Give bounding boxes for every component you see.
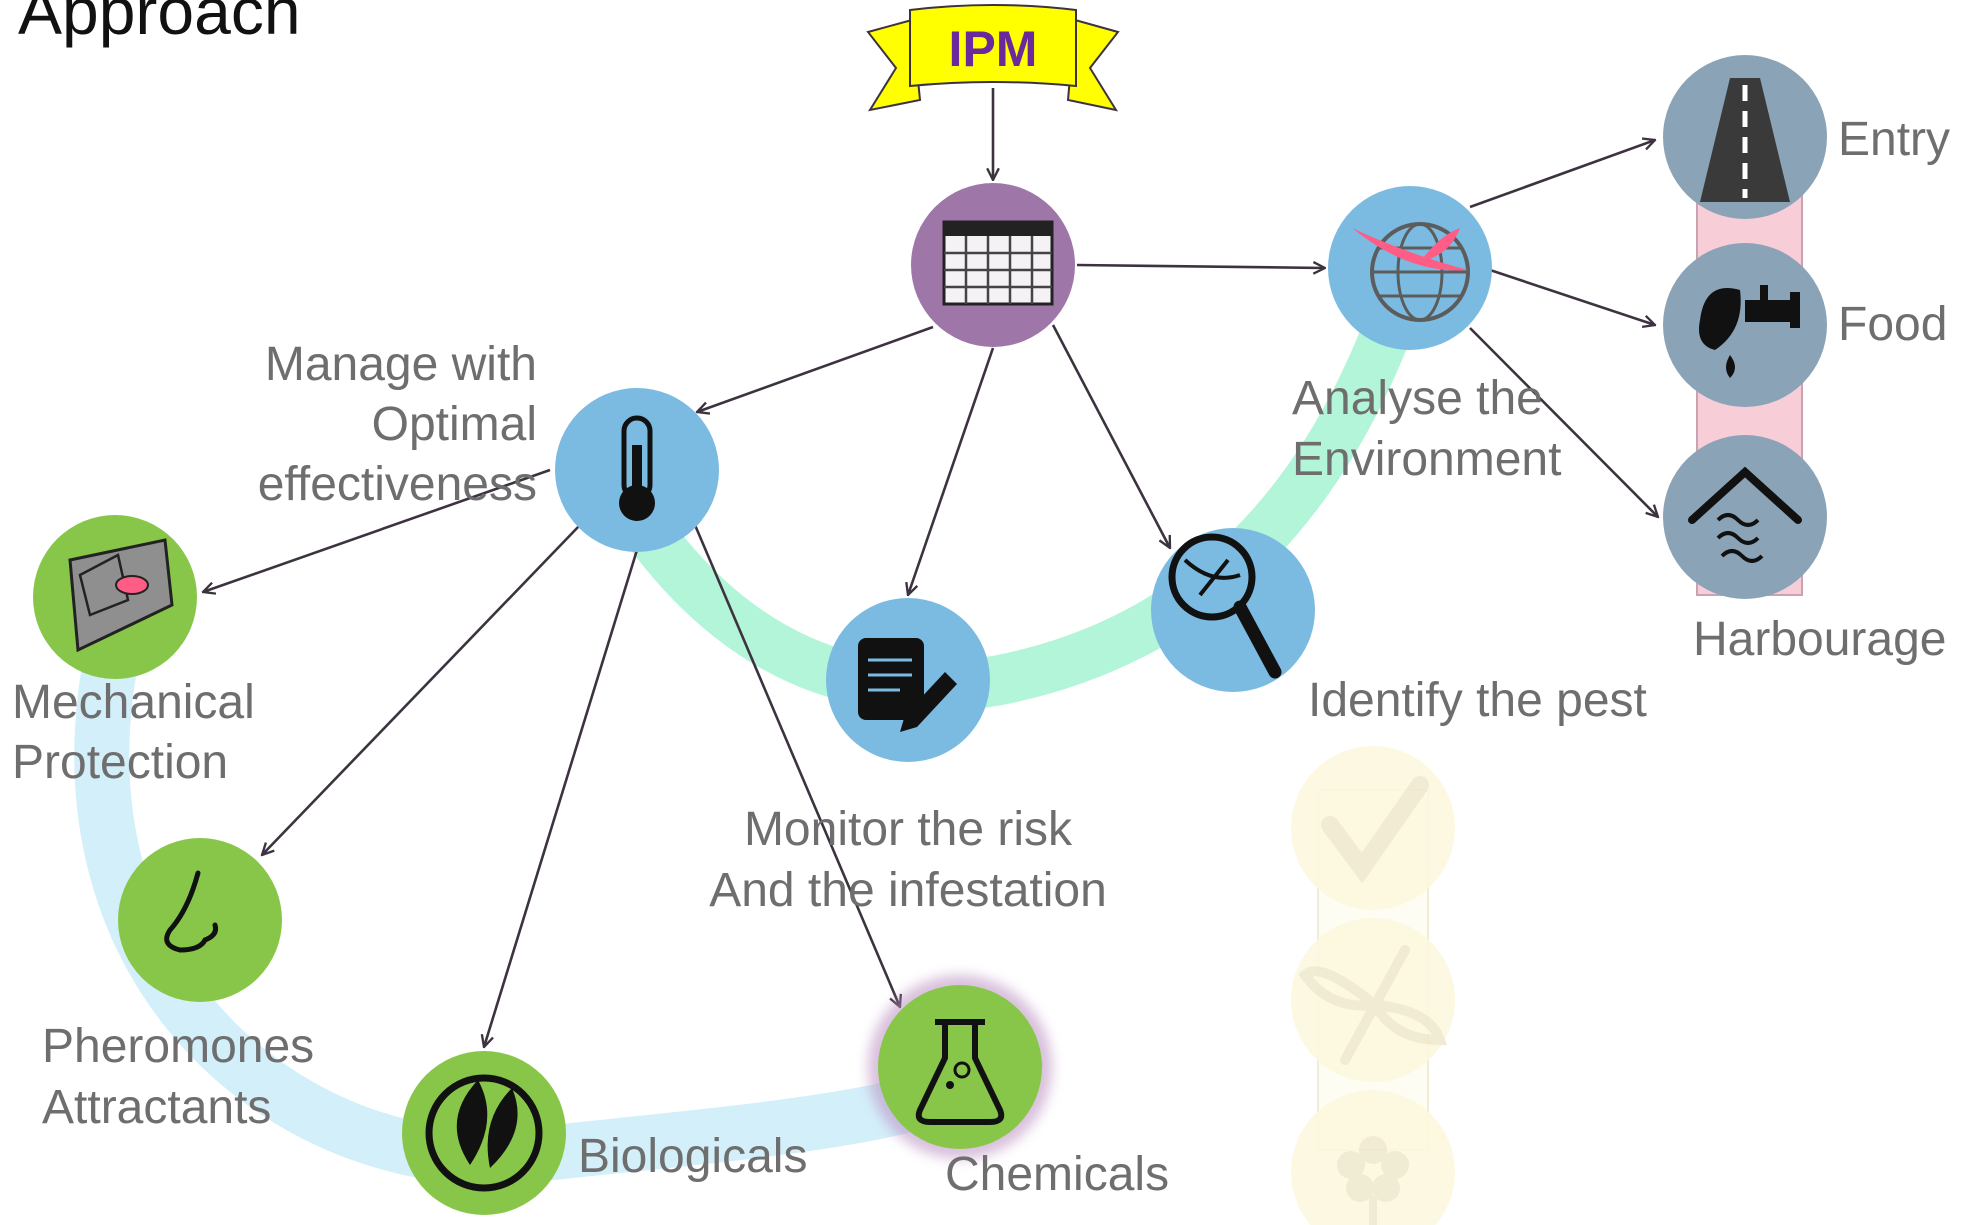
arrow-manage-chemicals [693, 524, 900, 1007]
thermometer-icon [619, 415, 655, 521]
biologicals-label: Biologicals [578, 1130, 807, 1183]
leaf-icon [425, 1074, 543, 1192]
svg-text:Protection: Protection [12, 736, 228, 789]
faded-insect-node [1291, 918, 1455, 1082]
assessment-band [615, 240, 1435, 712]
arrow-plan-manage [697, 325, 934, 412]
analyse-label: Analyse the Environment [1292, 372, 1561, 486]
nose-icon [164, 870, 218, 953]
faded-flower-node [1291, 1090, 1455, 1225]
identify-node[interactable] [1151, 528, 1315, 692]
food-node[interactable] [1663, 243, 1827, 407]
connector-arrows [203, 88, 1658, 1047]
food-label: Food [1838, 298, 1947, 351]
harbourage-node[interactable] [1663, 435, 1827, 599]
svg-text:Pheromones: Pheromones [42, 1020, 314, 1073]
monitor-label: Monitor the risk And the infestation [709, 803, 1107, 917]
globe-insect-icon [1352, 222, 1470, 322]
mechanical-node[interactable] [33, 515, 197, 679]
svg-text:Manage with: Manage with [265, 338, 537, 391]
house-icon [1688, 466, 1802, 563]
svg-text:Analyse the: Analyse the [1292, 372, 1543, 425]
document-pencil-icon [858, 638, 957, 732]
page-title: Approach [18, 0, 301, 48]
checkmark-icon [1321, 776, 1429, 884]
svg-text:Environment: Environment [1292, 433, 1561, 486]
svg-text:Optimal: Optimal [372, 398, 537, 451]
arrow-plan-analyse [1076, 265, 1325, 268]
harbourage-label: Harbourage [1693, 613, 1947, 666]
magnifier-insect-icon [1168, 533, 1282, 679]
analyse-node[interactable] [1328, 186, 1492, 350]
manage-node[interactable] [555, 388, 719, 552]
arrow-plan-identify [1051, 324, 1170, 548]
plan-node[interactable] [911, 183, 1075, 347]
svg-text:Monitor the risk: Monitor the risk [744, 803, 1073, 856]
identify-label: Identify the pest [1308, 674, 1647, 727]
arrow-plan-monitor [908, 347, 995, 595]
arrow-manage-mechanical [203, 468, 551, 592]
arrow-analyse-entry [1469, 140, 1655, 209]
svg-text:effectiveness: effectiveness [258, 458, 537, 511]
arrow-manage-pheromones [262, 524, 581, 855]
banner-label: IPM [949, 21, 1038, 77]
svg-text:Attractants: Attractants [42, 1081, 271, 1134]
insect-icon [1298, 945, 1447, 1065]
ipm-banner: IPM [866, 4, 1120, 112]
food-tap-icon [1699, 285, 1800, 378]
entry-label: Entry [1838, 113, 1950, 166]
arrow-manage-biologicals [484, 549, 639, 1047]
flower-icon [1337, 1136, 1409, 1225]
biologicals-node[interactable] [402, 1051, 566, 1215]
pheromones-node[interactable] [118, 838, 282, 1002]
road-icon [1700, 78, 1790, 202]
calendar-icon [942, 220, 1054, 306]
chemicals-label: Chemicals [945, 1148, 1169, 1201]
pheromones-label: Pheromones Attractants [42, 1020, 314, 1134]
svg-text:And the infestation: And the infestation [709, 864, 1107, 917]
arrow-analyse-harbourage [1469, 327, 1658, 517]
monitor-node[interactable] [826, 598, 990, 762]
chemicals-node[interactable] [868, 975, 1052, 1159]
entry-node[interactable] [1663, 55, 1827, 219]
arrow-analyse-food [1489, 268, 1655, 325]
mesh-screen-icon [68, 538, 174, 653]
faded-check-node [1291, 746, 1455, 910]
manage-label: Manage with Optimal effectiveness [258, 338, 537, 511]
mechanical-label: Mechanical Protection [12, 676, 255, 789]
flask-icon [915, 1019, 1005, 1125]
svg-text:Mechanical: Mechanical [12, 676, 255, 729]
